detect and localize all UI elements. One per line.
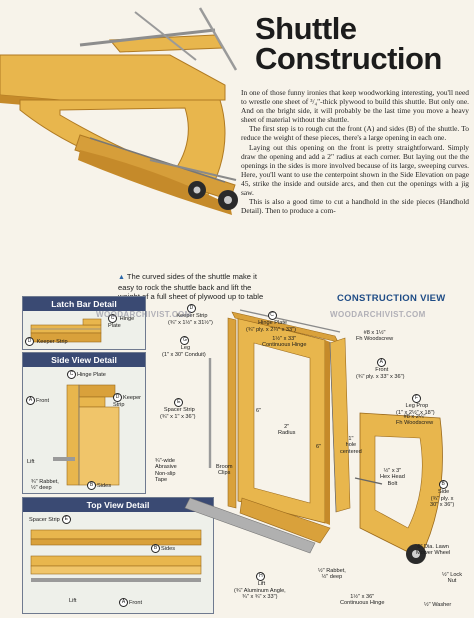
- cv-leg-prop-label: F Leg Prop (1" x 2½" x 18"): [396, 394, 435, 416]
- top-view-drawing: [30, 529, 202, 582]
- cv-washer-label: ½" Washer: [424, 602, 452, 608]
- cv-radius-label: 2" Radius: [278, 424, 296, 437]
- cv-lock-nut-label: ½" Lock Nut: [442, 572, 463, 585]
- body-paragraph: The first step is to rough cut the front…: [241, 124, 469, 143]
- cv-woodscrew-mid-label: #8 x 2¼" Fh Woodscrew: [396, 414, 434, 427]
- side-lift-label: Lift: [27, 459, 35, 465]
- body-paragraph: This is also a good time to cut a handho…: [241, 197, 469, 216]
- shuttle-illustration: [0, 0, 240, 268]
- title-line-1: Shuttle: [255, 11, 357, 46]
- watermark-right: WOODARCHIVIST.COM: [330, 310, 426, 319]
- cv-six-b-label: 6": [316, 444, 322, 450]
- title-line-2: Construction: [255, 41, 442, 76]
- cv-front-label: A Front (¾" ply. x 33" x 36"): [356, 358, 405, 380]
- side-view-detail-title: Side View Detail: [23, 353, 145, 367]
- cv-abrasive-label: ¾"-wide Abrasive Non-slip Tape: [155, 458, 177, 484]
- letter-d-marker: D: [25, 337, 34, 346]
- cv-side-label: B Side (¾" ply. x 30" x 36"): [430, 480, 455, 509]
- cv-hex-bolt-label: ½" x 3" Hex Head Bolt: [380, 468, 405, 487]
- cv-spacer-strip-label: E Spacer Strip (¾" x 1" x 36"): [160, 398, 196, 420]
- latch-hinge-label: C Hinge Plate: [108, 314, 135, 329]
- body-paragraph: In one of those funny ironies that keep …: [241, 88, 469, 125]
- cv-continuous-hinge-bottom-label: 1½" x 36" Continuous Hinge: [340, 594, 385, 607]
- cv-hole-label: 1" hole centered: [340, 436, 362, 455]
- cv-hinge-plate-label: C Hinge Plate (¾" ply. x 2¼" x 33"): [246, 311, 296, 333]
- latch-keeper-label: D Keeper Strip: [25, 337, 68, 346]
- article-body: In one of those funny ironies that keep …: [241, 88, 469, 215]
- cv-continuous-hinge-top-label: 1½" x 33" Continuous Hinge: [262, 336, 307, 349]
- body-paragraph: Laying out this opening on the front is …: [241, 142, 469, 198]
- latch-bar-detail-panel: Latch Bar Detail C Hinge Plate D Keeper …: [22, 296, 146, 350]
- cv-woodscrew-top-label: #8 x 1½" Fh Woodscrew: [356, 330, 394, 343]
- caption-marker-icon: ▲: [118, 274, 125, 281]
- cv-rabbet-label: ½" Rabbet, ½" deep: [318, 568, 346, 581]
- latch-bar-detail-title: Latch Bar Detail: [23, 297, 145, 311]
- side-view-drawing: [53, 384, 120, 486]
- construction-view-drawing: [184, 309, 443, 564]
- top-lift-label: Lift: [69, 598, 77, 604]
- cv-mower-wheel-label: 6" Dia. Lawn Mower Wheel: [416, 544, 451, 557]
- cv-leg-label: G Leg (1" x 30" Conduit): [162, 336, 206, 358]
- page-title: Shuttle Construction: [255, 11, 467, 76]
- watermark-left: WOODARCHIVIST.COM: [96, 310, 192, 319]
- top-view-detail-title: Top View Detail: [23, 498, 213, 512]
- cv-keeper-strip-label: D Keeper Strip (¾" x 1½" x 31½"): [168, 304, 213, 326]
- cv-lift-label: H Lift (¾" Aluminum Angle, ¾" x ¾" x 33"…: [234, 572, 286, 601]
- latch-bar-drawing: [30, 318, 102, 343]
- cv-broom-clips-label: Broom Clips: [216, 464, 233, 477]
- construction-view-heading: CONSTRUCTION VIEW: [337, 293, 446, 304]
- side-rabbet-label: ¾" Rabbet, ½" deep: [31, 479, 59, 492]
- cv-six-a-label: 6": [256, 408, 262, 414]
